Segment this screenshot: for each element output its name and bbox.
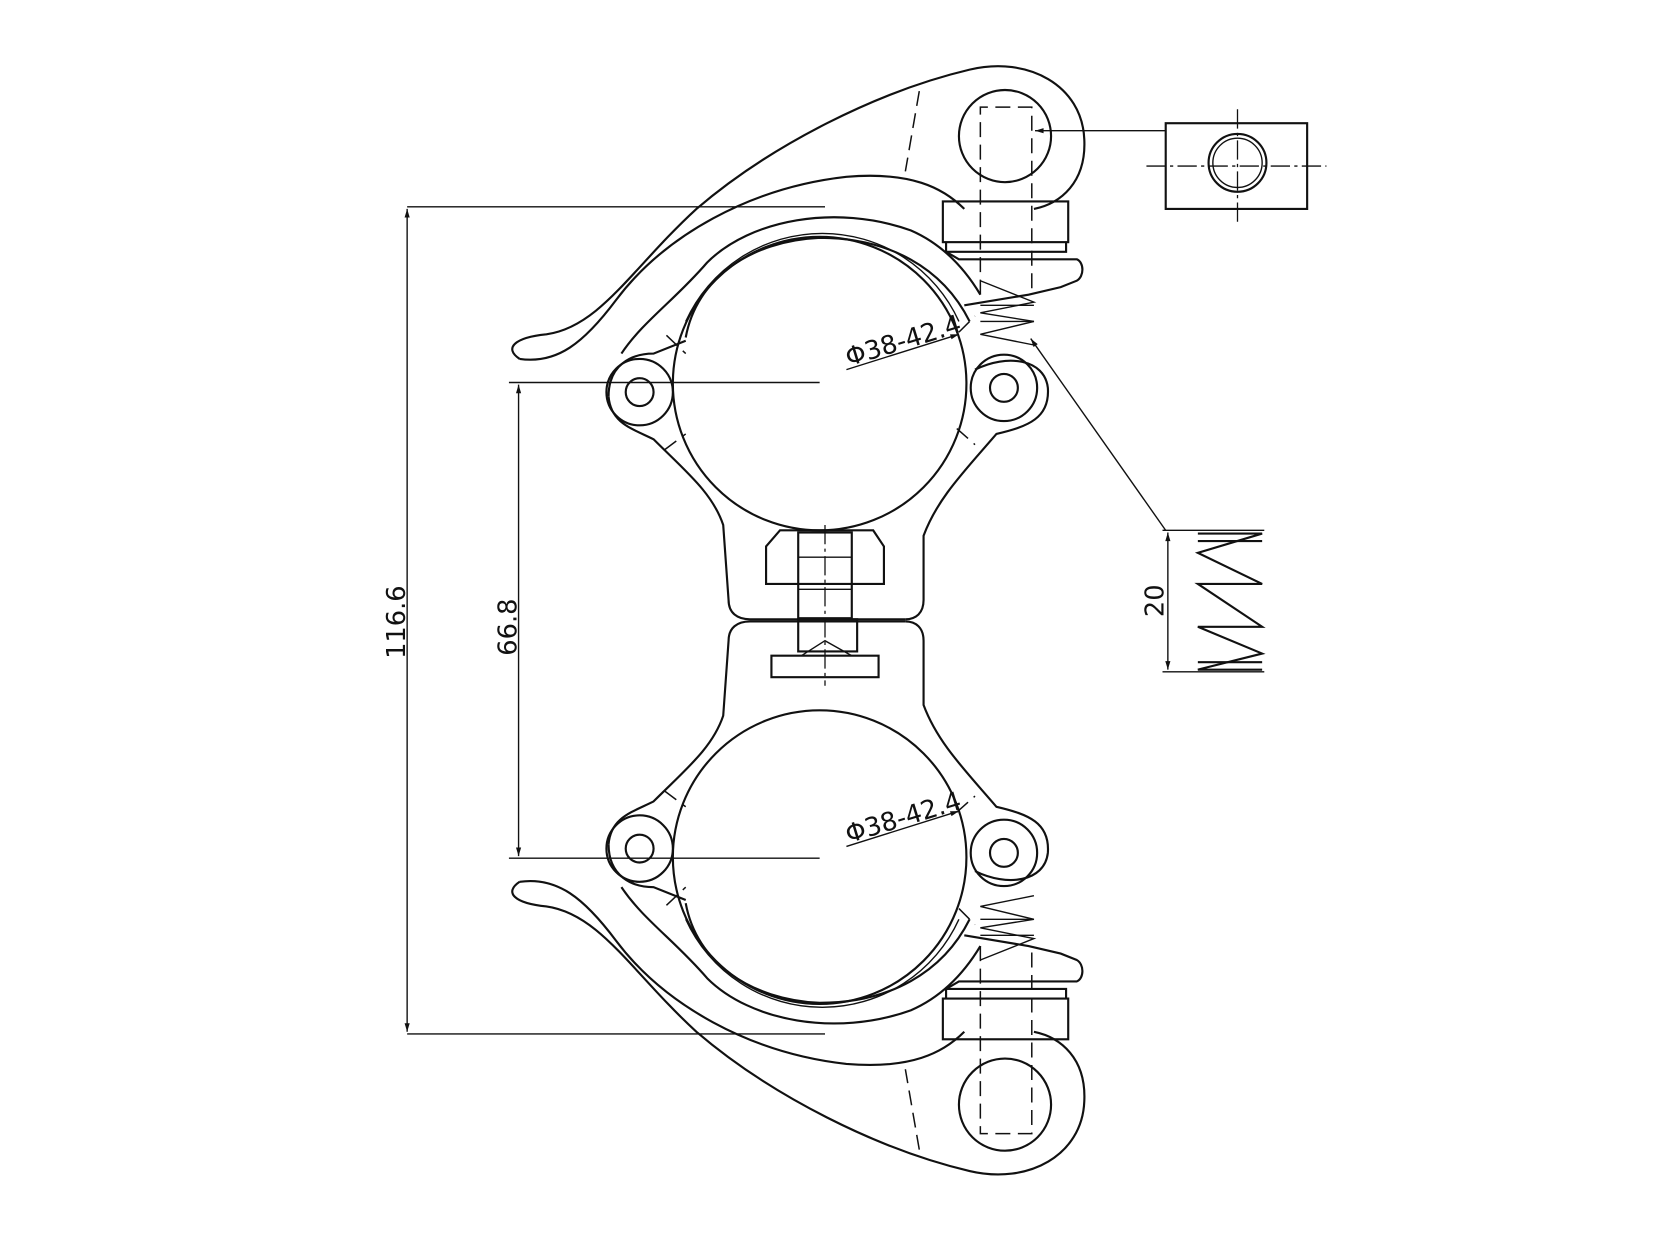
spring-detail-view: 20	[1030, 338, 1266, 673]
dimension-label-66-8: 66.8	[493, 598, 523, 655]
dimension-overall-height: 116.6	[382, 208, 412, 1032]
spring-length-label: 20	[1141, 584, 1171, 617]
lower-clamp	[406, 620, 1086, 1176]
dimension-tube-distance: 66.8	[493, 384, 523, 857]
dimension-tube-diameter-upper: Φ38-42.4	[842, 310, 965, 374]
diameter-label-lower: Φ38-42.4	[842, 786, 965, 850]
diameter-label-upper: Φ38-42.4	[842, 310, 965, 374]
central-bolt	[765, 525, 885, 686]
dimension-tube-diameter-lower: Φ38-42.4	[842, 786, 965, 850]
upper-clamp	[406, 65, 1086, 621]
nut-detail-view	[1034, 109, 1327, 222]
dimension-label-116-6: 116.6	[382, 585, 412, 659]
